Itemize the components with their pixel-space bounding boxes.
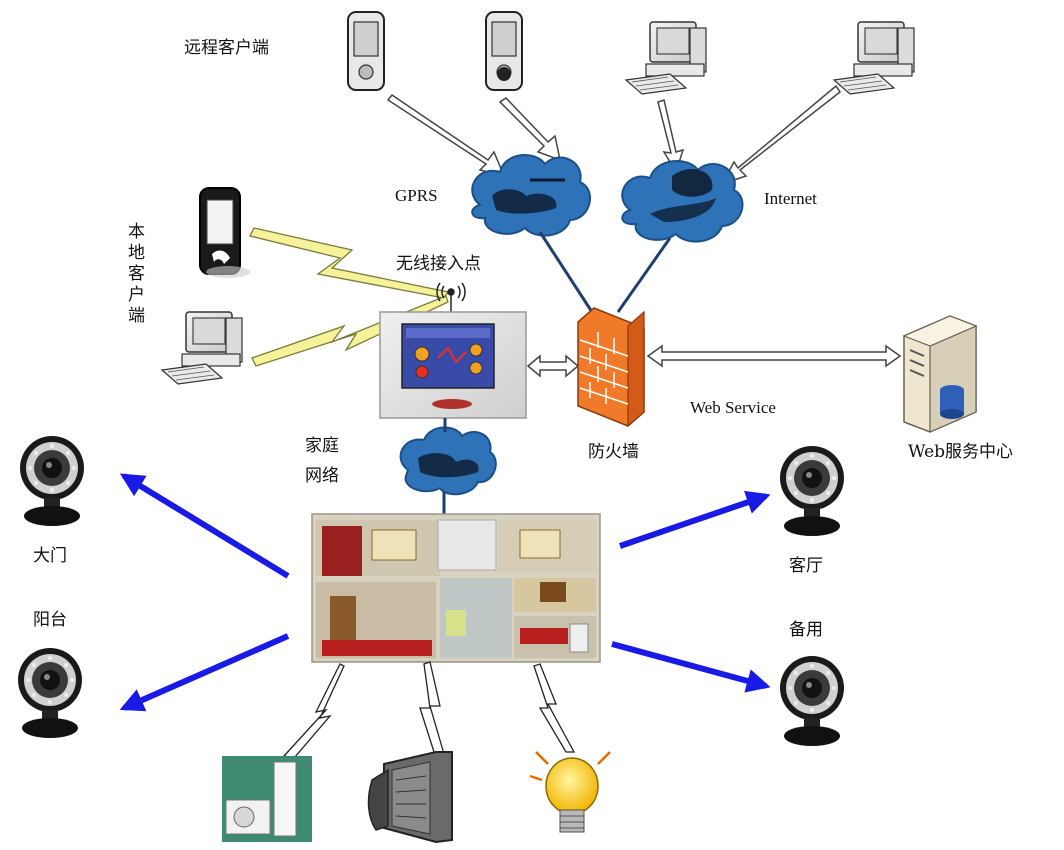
house-floorplan-icon xyxy=(311,513,601,663)
remote-computer-1-icon xyxy=(625,21,707,95)
cloud-firewall-lines xyxy=(538,231,672,313)
webcam-spare-icon xyxy=(780,656,844,746)
camera-gate-label: 大门 xyxy=(33,546,67,566)
control-panel-icon xyxy=(379,311,527,419)
firewall-label: 防火墙 xyxy=(588,442,639,462)
webcam-balcony-icon xyxy=(18,648,82,738)
appliance-bolts xyxy=(282,661,576,759)
antenna-icon xyxy=(436,282,466,314)
firewall-server-arrow xyxy=(646,344,902,368)
air-conditioner-icon xyxy=(222,756,312,842)
home-network-label-1: 家庭 xyxy=(305,436,339,456)
home-network-label-2: 网络 xyxy=(305,466,339,486)
gprs-label: GPRS xyxy=(395,186,438,205)
gprs-cloud-icon xyxy=(471,153,591,237)
remote-clients-label: 远程客户端 xyxy=(184,38,269,58)
remote-link-arrows xyxy=(386,84,842,186)
web-center-label: Web服务中心 xyxy=(908,442,1014,462)
camera-living-label: 客厅 xyxy=(789,556,823,576)
web-service-label: Web Service xyxy=(690,398,776,417)
remote-pda-2-icon xyxy=(485,11,523,91)
server-icon xyxy=(902,315,978,433)
local-pda-icon xyxy=(199,187,250,278)
camera-balcony-label: 阳台 xyxy=(33,610,67,630)
internet-cloud-icon xyxy=(621,159,744,243)
webcam-living-icon xyxy=(780,446,844,536)
local-clients-label: 本地客户端 xyxy=(124,222,144,327)
webcam-gate-icon xyxy=(20,436,84,526)
firewall-icon xyxy=(577,307,645,428)
wireless-ap-label: 无线接入点 xyxy=(396,254,481,274)
camera-arrows xyxy=(119,473,771,712)
panel-firewall-arrow xyxy=(526,354,580,378)
remote-computer-2-icon xyxy=(833,21,915,95)
light-bulb-icon xyxy=(529,751,611,833)
remote-pda-1-icon xyxy=(347,11,385,91)
internet-label: Internet xyxy=(764,189,817,208)
home-network-cloud-icon xyxy=(399,426,497,496)
tv-icon xyxy=(367,751,453,844)
camera-spare-label: 备用 xyxy=(789,620,823,640)
local-computer-icon xyxy=(161,311,243,385)
